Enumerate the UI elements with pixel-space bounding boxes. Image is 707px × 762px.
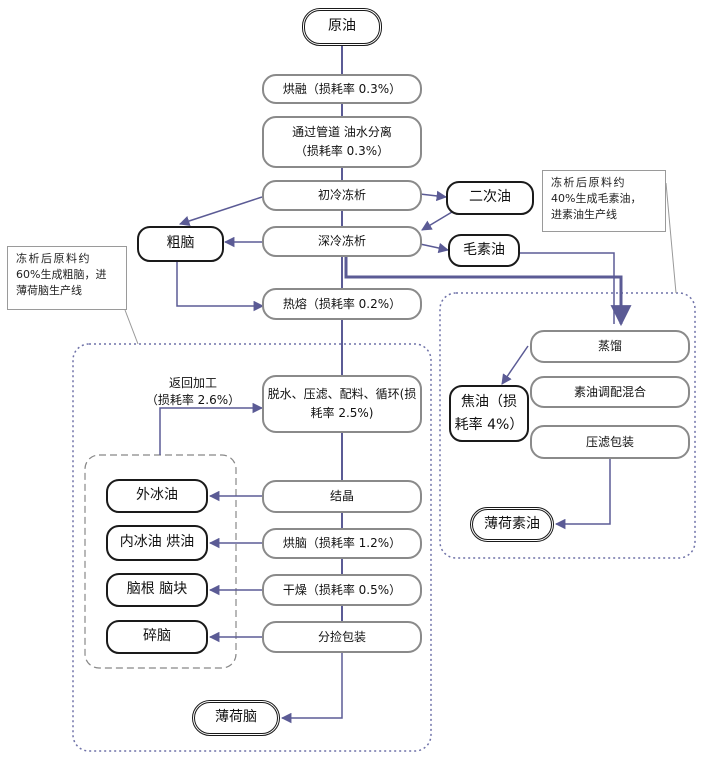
hot-melt-node: 热熔（损耗率 0.2%） bbox=[262, 288, 422, 320]
coke-oil-node: 焦油（损 耗率 4%） bbox=[449, 385, 529, 442]
inner-ice-oil-node: 内冰油 烘油 bbox=[106, 525, 208, 561]
camphor-root-node: 脑根 脑块 bbox=[106, 573, 208, 607]
distill-to-coke-oil-connector bbox=[501, 345, 529, 385]
right-note-line1: 冻析后原料约 bbox=[551, 176, 626, 189]
left-note-line2: 60%生成粗脑，进 bbox=[16, 267, 107, 281]
left-note: 冻析后原料约 60%生成粗脑，进 薄荷脑生产线 bbox=[7, 246, 127, 310]
press-pack-node: 压滤包装 bbox=[530, 425, 690, 459]
mint-oil-node: 薄荷素油 bbox=[470, 507, 554, 542]
sorting-node: 分捡包装 bbox=[262, 621, 422, 653]
baking-node: 烘融（损耗率 0.3%） bbox=[262, 74, 422, 104]
right-note-line3: 进素油生产线 bbox=[551, 207, 617, 221]
dehydration-node: 脱水、压滤、配料、循环(损 耗率 2.5%) bbox=[262, 375, 422, 433]
return-label: 返回加工 （损耗率 2.6%） bbox=[128, 375, 258, 410]
raw-oil-node: 原油 bbox=[302, 8, 382, 46]
to-mint-oil-connector bbox=[554, 459, 611, 530]
return-loop-connector bbox=[159, 402, 264, 455]
broken-camphor-node: 碎脑 bbox=[106, 620, 208, 654]
crude-camphor-node: 粗脑 bbox=[137, 226, 224, 262]
deep-freeze-node: 深冷冻析 bbox=[262, 226, 422, 257]
crystallize-node: 结晶 bbox=[262, 480, 422, 513]
right-note: 冻析后原料约 40%生成毛素油， 进素油生产线 bbox=[542, 170, 666, 232]
initial-freeze-node: 初冷冻析 bbox=[262, 180, 422, 211]
crude-mint-oil-node: 毛素油 bbox=[448, 234, 520, 267]
blend-node: 素油调配混合 bbox=[530, 376, 690, 408]
coke-oil-label-line2: 耗率 4%） bbox=[454, 416, 524, 433]
baking-camphor-node: 烘脑（损耗率 1.2%） bbox=[262, 528, 422, 559]
dehydration-label-line2: 耗率 2.5%) bbox=[310, 406, 374, 420]
return-label-line2: （损耗率 2.6%） bbox=[145, 393, 241, 408]
to-menthol-connector bbox=[280, 653, 343, 724]
menthol-node: 薄荷脑 bbox=[192, 700, 280, 736]
distill-node: 蒸馏 bbox=[530, 330, 690, 363]
secondary-oil-node: 二次油 bbox=[446, 181, 534, 215]
right-note-leader bbox=[665, 182, 677, 294]
right-note-line2: 40%生成毛素油， bbox=[551, 191, 642, 205]
separation-label-line1: 通过管道 油水分离 bbox=[292, 125, 392, 140]
separation-label-line2: （损耗率 0.3%） bbox=[294, 144, 390, 158]
outer-ice-oil-node: 外冰油 bbox=[106, 479, 208, 513]
coke-oil-label-line1: 焦油（损 bbox=[461, 394, 517, 411]
drying-node: 干燥（损耗率 0.5%） bbox=[262, 574, 422, 606]
return-label-line1: 返回加工 bbox=[168, 376, 217, 390]
from-secondary-oil-connector bbox=[421, 211, 453, 231]
left-note-line1: 冻析后原料约 bbox=[16, 252, 91, 265]
dehydration-label-line1: 脱水、压滤、配料、循环(损 bbox=[267, 387, 417, 402]
crude-camphor-to-hot-melt-connector bbox=[176, 262, 265, 312]
left-note-leader bbox=[124, 309, 139, 345]
crude-mint-oil-to-distill-connector bbox=[519, 252, 615, 324]
to-crude-camphor-upper-connector bbox=[179, 196, 263, 227]
left-note-line3: 薄荷脑生产线 bbox=[16, 283, 82, 297]
to-crude-mint-oil-connector bbox=[419, 242, 450, 254]
separation-node: 通过管道 油水分离 （损耗率 0.3%） bbox=[262, 116, 422, 168]
to-secondary-oil-connector bbox=[419, 190, 448, 202]
